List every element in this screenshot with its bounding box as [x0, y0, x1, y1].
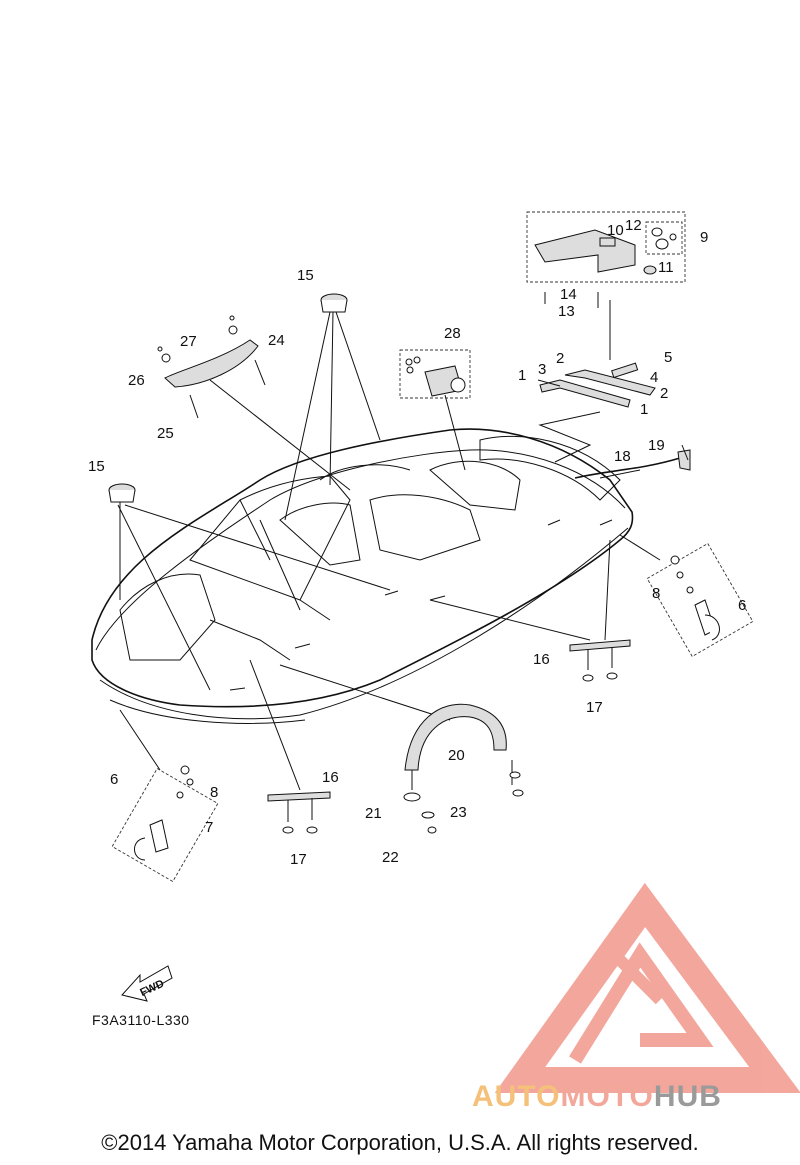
callout-6: 6 — [110, 771, 118, 788]
callouts: 1 1 2 2 3 4 5 6 6 7 8 8 9 10 11 12 13 14… — [88, 217, 746, 868]
callout-16: 16 — [322, 769, 339, 786]
callout-12: 12 — [625, 217, 642, 234]
callout-14: 14 — [560, 286, 577, 303]
callout-1: 1 — [640, 401, 648, 418]
callout-17: 17 — [586, 699, 603, 716]
callout-1: 1 — [518, 367, 526, 384]
callout-9: 9 — [700, 229, 708, 246]
tow-eye-right — [646, 542, 754, 658]
mount-rails — [537, 362, 656, 408]
callout-22: 22 — [382, 849, 399, 866]
callout-5: 5 — [664, 349, 672, 366]
callout-24: 24 — [268, 332, 285, 349]
callout-3: 3 — [538, 361, 546, 378]
automotohub-logo — [494, 882, 800, 1093]
tow-eye-left — [111, 765, 219, 883]
callout-2: 2 — [660, 385, 668, 402]
callout-11: 11 — [658, 259, 674, 276]
callout-7: 7 — [205, 819, 213, 836]
callout-23: 23 — [450, 804, 467, 821]
fwd-arrow-icon: FWD — [121, 965, 173, 1002]
callout-13: 13 — [558, 303, 575, 320]
callout-17: 17 — [290, 851, 307, 868]
callout-8: 8 — [652, 585, 660, 602]
callout-6: 6 — [738, 597, 746, 614]
callout-16: 16 — [533, 651, 550, 668]
callout-25: 25 — [157, 425, 174, 442]
callout-26: 26 — [128, 372, 145, 389]
copyright-notice: ©2014 Yamaha Motor Corporation, U.S.A. A… — [101, 1130, 699, 1155]
watermark-auto: AUTO — [472, 1080, 561, 1113]
callout-21: 21 — [365, 805, 382, 822]
grab-handle — [157, 315, 266, 419]
drawing-code: F3A3110-L330 — [92, 1012, 190, 1028]
callout-15: 15 — [297, 267, 314, 284]
callout-4: 4 — [650, 369, 658, 386]
bow-handle — [403, 703, 524, 834]
callout-27: 27 — [180, 333, 197, 350]
cup-holder-left — [108, 483, 136, 503]
callout-18: 18 — [614, 448, 631, 465]
cleat-left — [267, 791, 331, 834]
callout-19: 19 — [648, 437, 665, 454]
callout-28: 28 — [444, 325, 461, 342]
watermark-moto: MOTO — [560, 1080, 654, 1113]
part-9-assembly — [526, 211, 686, 308]
cup-holder-top — [320, 293, 348, 313]
cleat-right — [569, 639, 631, 682]
watermark-brand: AUTOMOTOHUB — [472, 1080, 722, 1114]
callout-8: 8 — [210, 784, 218, 801]
callout-2: 2 — [556, 350, 564, 367]
callout-20: 20 — [448, 747, 465, 764]
boat-hull — [91, 428, 634, 724]
cable-18-19 — [574, 444, 691, 479]
leader-lines — [117, 300, 661, 791]
callout-10: 10 — [607, 222, 624, 239]
part-28-kit — [399, 349, 471, 399]
watermark-hub: HUB — [653, 1080, 722, 1113]
callout-15: 15 — [88, 458, 105, 475]
